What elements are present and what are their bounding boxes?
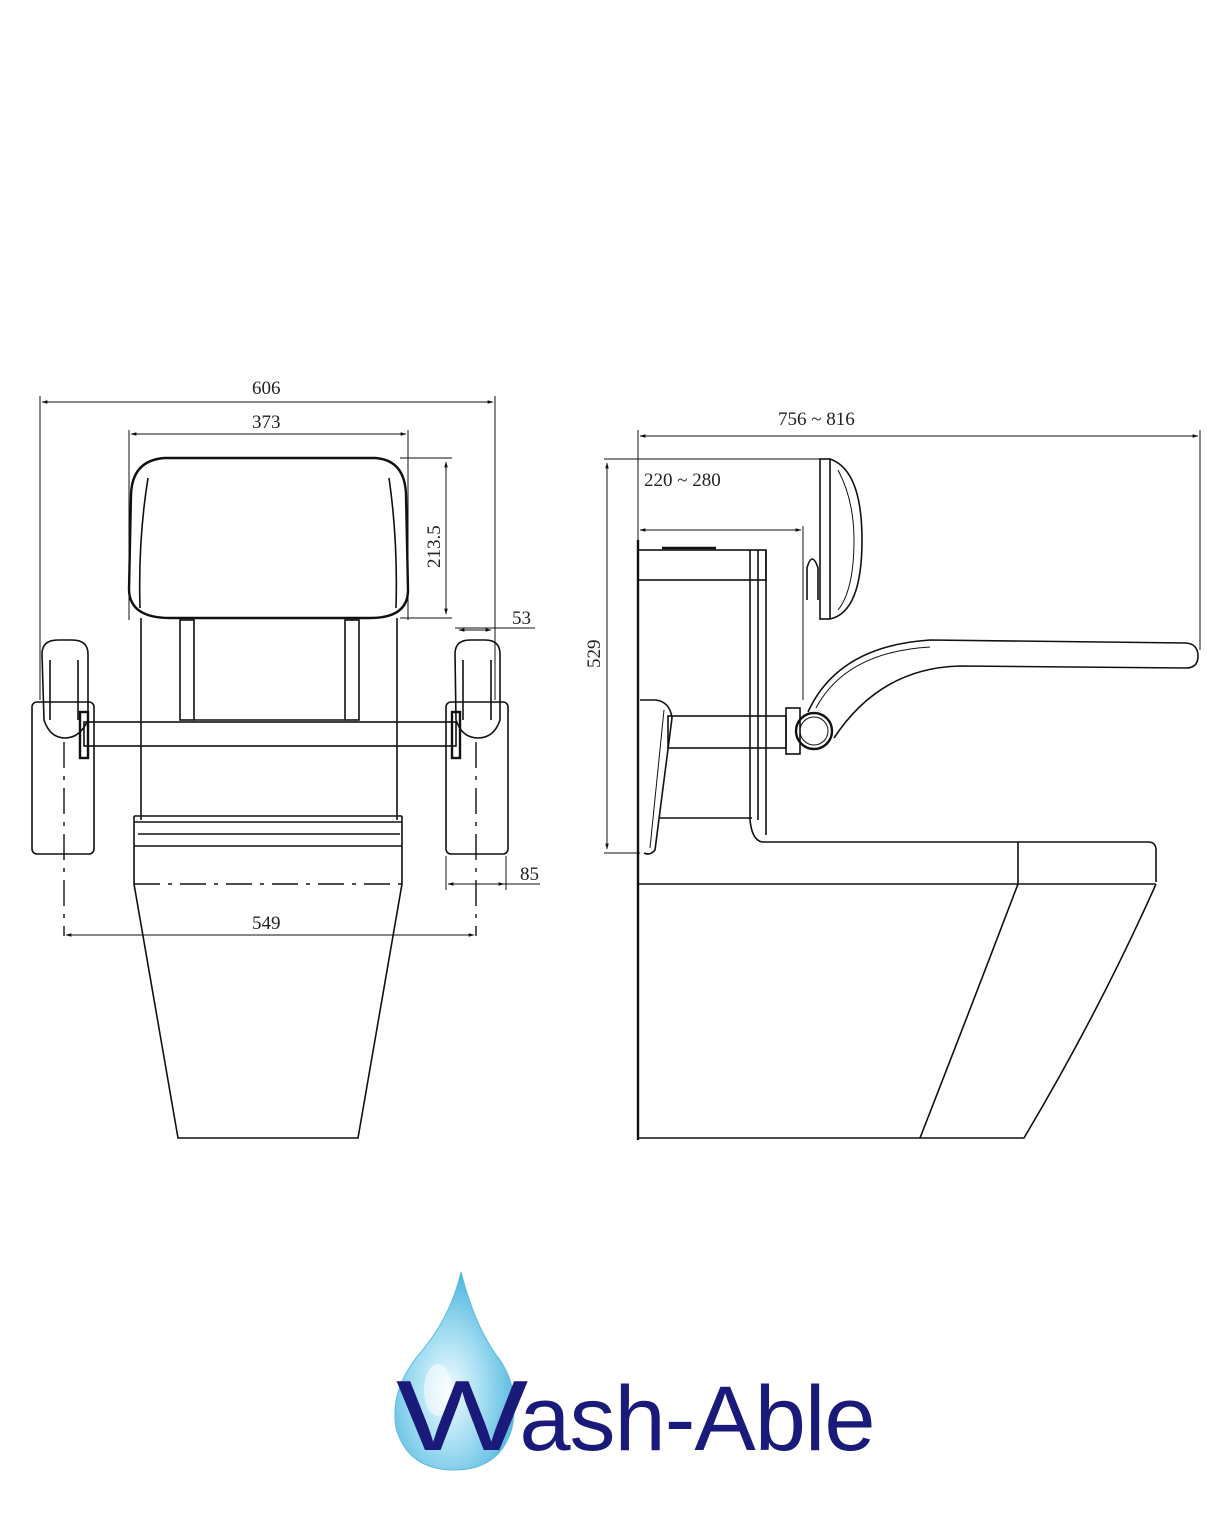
brand-rest: ash-Able (519, 1368, 875, 1470)
dim-53: 53 (512, 608, 531, 629)
front-view: 606 373 213.5 (31, 378, 540, 1139)
dim-213-5: 213.5 (424, 525, 445, 568)
dim-529: 529 (584, 640, 605, 669)
side-view: 756 ~ 816 220 ~ 280 529 (584, 409, 1201, 1140)
dim-756-816: 756 ~ 816 (778, 409, 855, 430)
water-drop-icon (394, 1271, 515, 1471)
brand-logo: Wash-Able (384, 1268, 876, 1488)
dim-373: 373 (252, 412, 281, 433)
dim-85: 85 (520, 864, 539, 885)
brand-initial: W (396, 1360, 528, 1472)
dim-220-280: 220 ~ 280 (644, 470, 721, 491)
brand-name: Wash-Able (396, 1360, 876, 1472)
dim-549: 549 (252, 913, 281, 934)
dim-606: 606 (252, 378, 281, 399)
